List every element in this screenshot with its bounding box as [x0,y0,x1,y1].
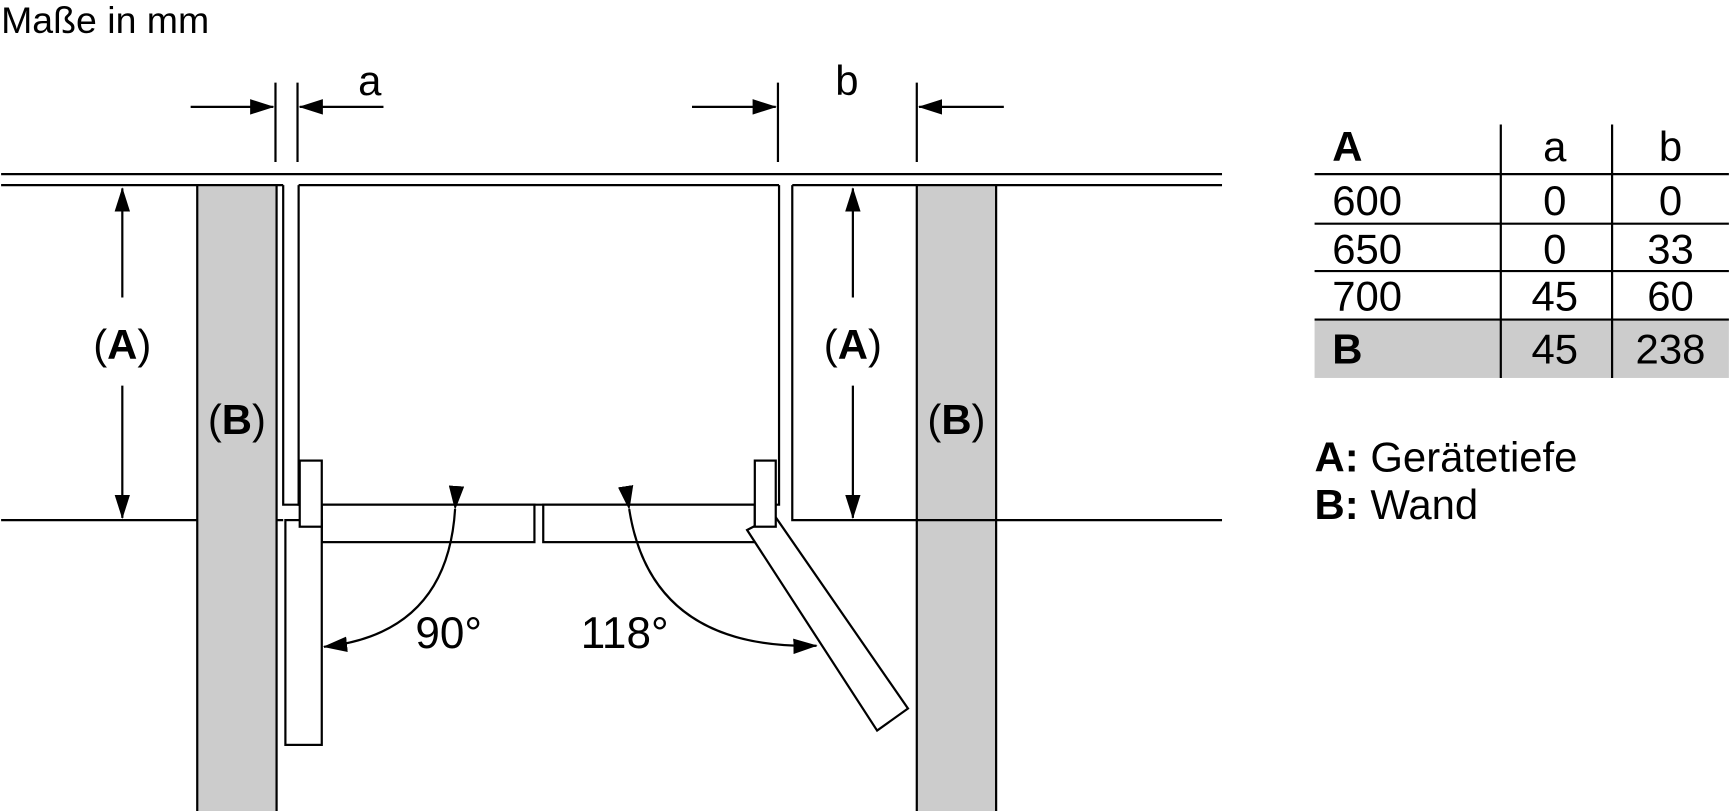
dim-A-right-label: (A) [824,321,882,368]
angle-label-90: 90° [415,609,482,658]
table-header-A: A [1332,123,1362,170]
table-cell: 238 [1636,326,1706,373]
table-cell: 60 [1647,273,1694,320]
table-cell: 33 [1647,225,1694,272]
table-cell: 45 [1532,273,1579,320]
table-cell: 650 [1332,225,1402,272]
table-header-a: a [1543,123,1567,170]
angle-arc-118 [617,485,818,655]
right-hinge [753,459,777,528]
angle-label-118: 118° [581,609,669,658]
legend-item-A: A: Gerätetiefe [1315,434,1578,481]
legend-item-B: B: Wand [1315,481,1479,528]
right-wall [915,184,998,811]
table-cell: 700 [1332,273,1402,320]
table-cell: B [1332,326,1362,373]
dim-b-label: b [835,57,858,104]
table-cell: 0 [1543,225,1566,272]
left-hinge [298,459,323,528]
wall-right-label: (B) [927,396,985,443]
dim-a-label: a [358,57,382,104]
table-row-highlight [1314,319,1729,378]
table-header-b: b [1659,123,1682,170]
dimension-table: A a b 600 0 0 650 0 33 700 45 60 B 45 23… [1314,123,1729,378]
angle-arc-90 [322,485,465,653]
wall-left-label: (B) [208,396,266,443]
right-door-closed [542,503,756,544]
left-niche-line [282,185,300,506]
table-cell: 0 [1659,177,1682,224]
left-door-open [284,518,323,746]
table-cell: 0 [1543,177,1566,224]
page-title: Maße in mm [1,0,209,41]
left-door-closed [320,503,536,544]
table-cell: 45 [1532,326,1579,373]
appliance-body [297,185,781,506]
right-door-open [745,514,910,733]
dim-A-left-label: (A) [93,321,151,368]
left-wall [196,184,278,811]
table-cell: 600 [1332,177,1402,224]
